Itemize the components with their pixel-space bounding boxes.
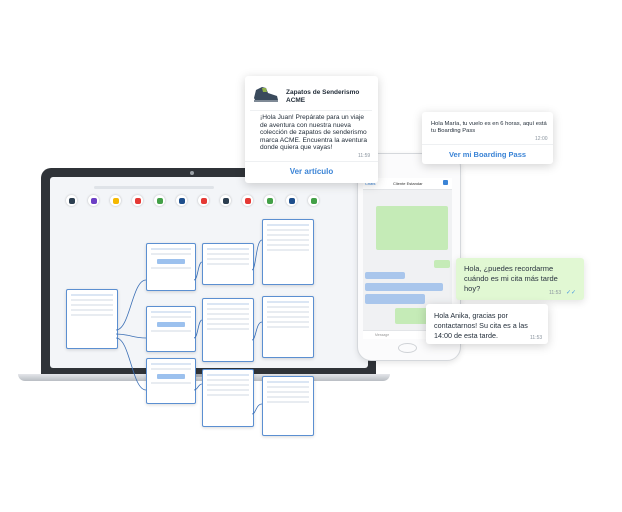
message-icon[interactable] — [198, 195, 209, 206]
attachment-icon[interactable] — [154, 195, 165, 206]
chart-icon[interactable] — [264, 195, 275, 206]
flow-node-response-3[interactable] — [262, 376, 314, 436]
pin-icon[interactable] — [66, 195, 77, 206]
chat-message-incoming — [365, 294, 425, 304]
drop-icon-glyph — [244, 197, 251, 204]
pin-icon-glyph — [68, 197, 75, 204]
flow-node-menu-1[interactable] — [146, 243, 196, 291]
greater-equal-icon-glyph — [222, 197, 229, 204]
flow-node-response-2[interactable] — [262, 296, 314, 358]
chat-message-outgoing — [376, 206, 448, 250]
message-input-placeholder: Message — [375, 333, 390, 337]
emoji-icon[interactable] — [308, 195, 319, 206]
home-button[interactable] — [398, 343, 417, 353]
flow-node-response-1[interactable] — [262, 219, 314, 285]
toolbar-title-placeholder — [94, 186, 214, 189]
chat-message-outgoing — [434, 260, 450, 268]
user-chat-text: Hola, ¿puedes recordarme cuándo es mi ci… — [464, 264, 558, 293]
message-input[interactable]: Message — [363, 330, 452, 339]
component-toolbar — [66, 195, 326, 209]
microphone-icon[interactable] — [110, 195, 121, 206]
flow-node-text-2[interactable] — [202, 298, 254, 362]
user-chat-time: 11:53 — [549, 290, 562, 296]
reply-chat-bubble — [426, 304, 548, 344]
emoji-icon-glyph — [310, 197, 317, 204]
card-divider — [250, 110, 372, 111]
flow-node-text-1[interactable] — [202, 243, 254, 285]
message-icon-glyph — [200, 197, 207, 204]
flight-message-time: 12:00 — [535, 136, 548, 142]
video-icon-glyph — [134, 197, 141, 204]
reply-chat-time: 11:53 — [530, 335, 543, 341]
user-chat-bubble — [456, 258, 584, 300]
location-icon[interactable] — [176, 195, 187, 206]
phone-status-bar — [366, 172, 450, 176]
bot-icon[interactable] — [286, 195, 297, 206]
contact-name: Cliente Estandar — [393, 181, 423, 186]
phone-chat-header: Chats Cliente Estandar — [363, 178, 452, 190]
double-check-icon: ✓✓ — [566, 290, 577, 296]
greater-equal-icon[interactable] — [220, 195, 231, 206]
chat-message-incoming — [365, 283, 443, 291]
product-message-time: 11:59 — [358, 153, 371, 159]
flight-message-card — [422, 112, 553, 164]
microphone-icon-glyph — [112, 197, 119, 204]
image-icon[interactable] — [88, 195, 99, 206]
bot-icon-glyph — [288, 197, 295, 204]
reply-chat-text: Hola Anika, gracias por contactarnos! Su… — [434, 311, 528, 340]
flow-node-start[interactable] — [66, 289, 118, 349]
chat-message-incoming — [365, 272, 405, 279]
hiking-shoe-image — [254, 87, 278, 102]
drop-icon[interactable] — [242, 195, 253, 206]
attachment-icon-glyph — [156, 197, 163, 204]
back-button[interactable]: Chats — [365, 181, 376, 186]
laptop-camera — [190, 171, 194, 175]
flow-node-menu-2[interactable] — [146, 306, 196, 352]
view-boarding-pass-button[interactable]: Ver mi Boarding Pass — [448, 150, 527, 159]
flow-node-menu-3[interactable] — [146, 358, 196, 404]
location-icon-glyph — [178, 197, 185, 204]
chart-icon-glyph — [266, 197, 273, 204]
card-divider — [422, 144, 553, 145]
flight-message-text: Hola María, tu vuelo es en 6 horas, aquí… — [431, 121, 547, 134]
flow-node-text-3[interactable] — [202, 369, 254, 427]
image-icon-glyph — [90, 197, 97, 204]
product-message-text: ¡Hola Juan! Prepárate para un viaje de a… — [260, 114, 368, 152]
card-divider — [245, 161, 378, 162]
video-icon[interactable] — [132, 195, 143, 206]
contact-avatar[interactable] — [443, 180, 448, 185]
view-article-button[interactable]: Ver artículo — [289, 167, 334, 176]
product-title: Zapatos de Senderismo ACME — [286, 89, 360, 104]
